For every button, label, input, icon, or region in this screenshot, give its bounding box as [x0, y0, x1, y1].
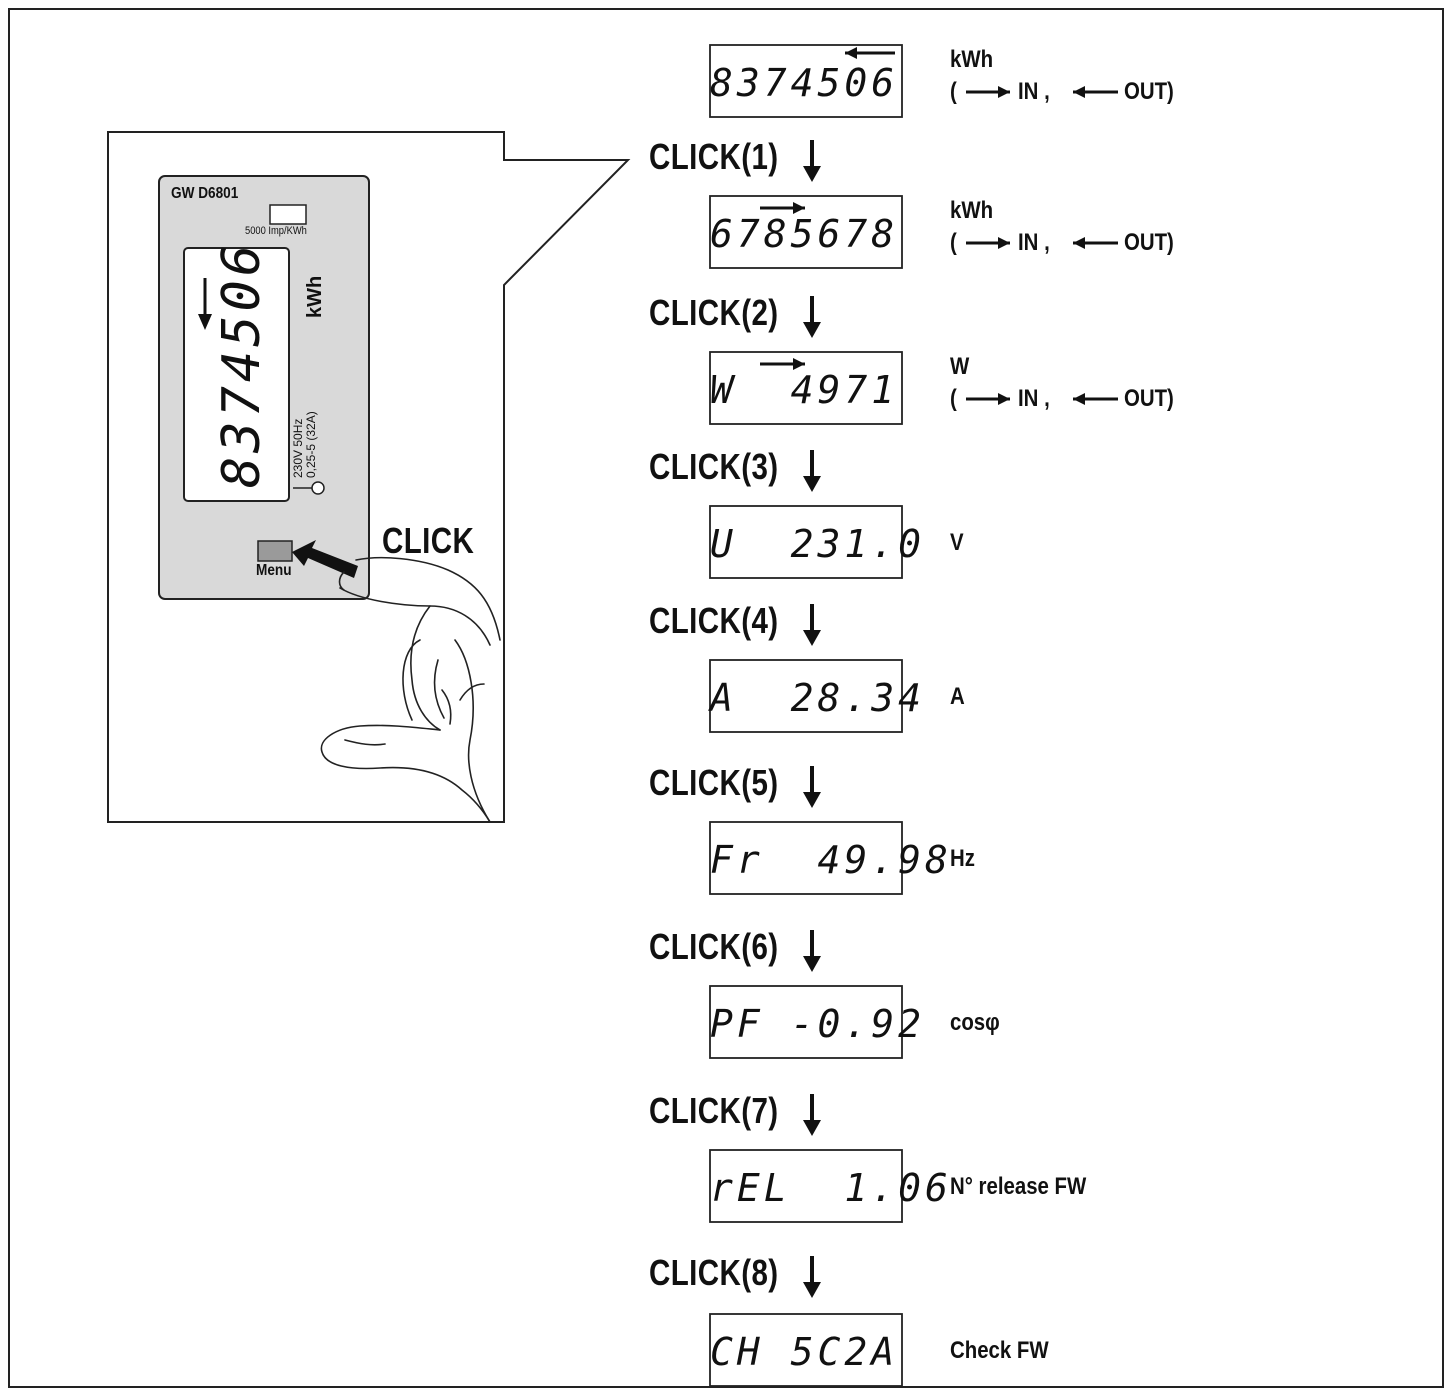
hand-icon [320, 556, 501, 823]
click-step-label: CLICK(1) [649, 136, 779, 177]
down-arrow-icon [803, 930, 821, 972]
legend-out-label: OUT) [1124, 78, 1174, 105]
step-lcd-box [709, 821, 903, 895]
step-lcd-box [709, 1313, 903, 1387]
legend-in-label: IN , [1018, 385, 1050, 412]
click-step-label: CLICK(3) [649, 446, 779, 487]
terminal-symbol-icon [293, 481, 325, 495]
step-display-value: U 231.0 [710, 522, 926, 566]
step-unit-label: cosφ [950, 1009, 1000, 1036]
step-unit-label: A [950, 683, 965, 710]
push-arrow-icon [292, 540, 358, 578]
step-unit-label: V [950, 529, 964, 556]
click-step-label: CLICK(8) [649, 1252, 779, 1293]
legend-arrows [966, 86, 1118, 405]
legend-out-arrow-icon [1073, 237, 1118, 249]
legend-in-arrow-icon [966, 86, 1010, 98]
step-lcd-box [709, 195, 903, 269]
meter-unit-label: kWh [304, 275, 326, 318]
step-display-value: Fr 49.98 [710, 838, 952, 882]
step-unit-label: N° release FW [950, 1173, 1087, 1200]
click-step-label: CLICK(2) [649, 292, 779, 333]
step-unit-label: W [950, 353, 970, 380]
step-lcd-box [709, 351, 903, 425]
step-display-value: rEL 1.06 [710, 1166, 952, 1210]
out-arrow-icon [198, 278, 212, 330]
click-label: CLICK [382, 520, 475, 561]
down-arrow-icon [803, 1256, 821, 1298]
down-arrow-icon [803, 450, 821, 492]
step-lcd-box [709, 985, 903, 1059]
spec-line-2: 0,25-5 (32A) [304, 411, 318, 478]
click-step-label: CLICK(4) [649, 600, 779, 641]
down-arrow-icon [803, 140, 821, 182]
legend-out-arrow-icon [1073, 86, 1118, 98]
step-arrows [803, 140, 821, 1298]
menu-button[interactable] [257, 540, 293, 562]
diagram-frame [8, 8, 1444, 1388]
step-lcd-box [709, 659, 903, 733]
step-lcd-box [709, 505, 903, 579]
legend-out-label: OUT) [1124, 229, 1174, 256]
click-step-label: CLICK(6) [649, 926, 779, 967]
step-display-value: 6785678 [710, 212, 899, 256]
legend-in-label: IN , [1018, 229, 1050, 256]
led-indicator [269, 204, 307, 225]
legend-in-label: IN , [1018, 78, 1050, 105]
step-lcd-box [709, 44, 903, 118]
step-unit-label: kWh [950, 197, 994, 224]
step-display-value: 8374506 [710, 61, 899, 105]
down-arrow-icon [803, 296, 821, 338]
step-unit-label: Check FW [950, 1337, 1049, 1364]
down-arrow-icon [803, 1094, 821, 1136]
legend-out-arrow-icon [1073, 393, 1118, 405]
lcd-in-arrow-icon [760, 358, 805, 370]
legend-open-paren: ( [950, 78, 957, 105]
menu-button-label: Menu [256, 562, 292, 579]
meter-display-value: 8374506 [212, 240, 272, 488]
lcd-out-arrow-icon [845, 47, 895, 59]
step-display-value: W 4971 [710, 368, 899, 412]
down-arrow-icon [803, 766, 821, 808]
meter-spec-text: 230V 50Hz 0,25-5 (32A) [291, 358, 318, 478]
legend-open-paren: ( [950, 385, 957, 412]
step-display-value: PF -0.92 [710, 1002, 926, 1046]
step-display-value: CH 5C2A [710, 1330, 899, 1374]
lcd-boxes [709, 44, 903, 1387]
lcd-in-arrow-icon [760, 202, 805, 214]
down-arrow-icon [803, 604, 821, 646]
step-lcd-box [709, 1149, 903, 1223]
click-step-label: CLICK(7) [649, 1090, 779, 1131]
meter-lcd-window [183, 247, 290, 502]
click-step-label: CLICK(5) [649, 762, 779, 803]
meter-model-label: GW D6801 [171, 185, 239, 202]
step-unit-label: kWh [950, 46, 994, 73]
led-rate-label: 5000 Imp/KWh [245, 225, 307, 237]
step-unit-label: Hz [950, 845, 975, 872]
step-display-value: A 28.34 [710, 676, 926, 720]
legend-out-label: OUT) [1124, 385, 1174, 412]
legend-open-paren: ( [950, 229, 957, 256]
legend-in-arrow-icon [966, 237, 1010, 249]
legend-in-arrow-icon [966, 393, 1010, 405]
